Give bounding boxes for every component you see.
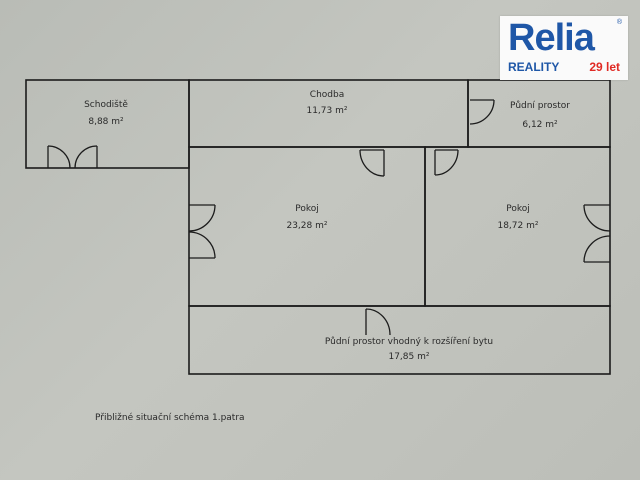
room-area-attic-small: 6,12 m² — [522, 120, 558, 130]
door-room-2 — [434, 149, 459, 176]
walls — [25, 79, 611, 375]
logo-brand: Relia — [508, 17, 595, 59]
plan-caption: Přibližné situační schéma 1.patra — [95, 413, 245, 423]
door-room-1 — [359, 149, 385, 177]
doors — [47, 99, 611, 336]
logo-years: 29 let — [589, 60, 620, 74]
logo-registered-mark: ® — [616, 19, 622, 26]
room-name-attic-large: Půdní prostor vhodný k rozšíření bytu — [325, 336, 493, 347]
room-area-attic-large: 17,85 m² — [388, 352, 429, 362]
room-area-room-1: 23,28 m² — [286, 221, 327, 231]
logo-subtitle: REALITY — [508, 60, 560, 74]
room-area-stairs: 8,88 m² — [88, 117, 124, 127]
door-stairs-double — [47, 145, 98, 169]
door-room-1-double — [188, 204, 216, 259]
door-attic-large — [365, 308, 391, 336]
relia-logo: Relia ® REALITY 29 let — [500, 16, 628, 80]
room-name-room-1: Pokoj — [295, 204, 319, 214]
door-room-2-double — [583, 204, 611, 263]
room-name-attic-small: Půdní prostor — [510, 100, 570, 111]
door-attic-small — [469, 99, 495, 125]
room-name-room-2: Pokoj — [506, 204, 530, 214]
room-outline-attic-large — [188, 305, 611, 375]
room-area-corridor: 11,73 m² — [306, 106, 347, 116]
room-name-corridor: Chodba — [310, 90, 344, 100]
room-name-stairs: Schodiště — [84, 99, 128, 110]
room-labels: Schodiště 8,88 m² Chodba 11,73 m² Půdní … — [84, 90, 570, 362]
room-area-room-2: 18,72 m² — [497, 221, 538, 231]
